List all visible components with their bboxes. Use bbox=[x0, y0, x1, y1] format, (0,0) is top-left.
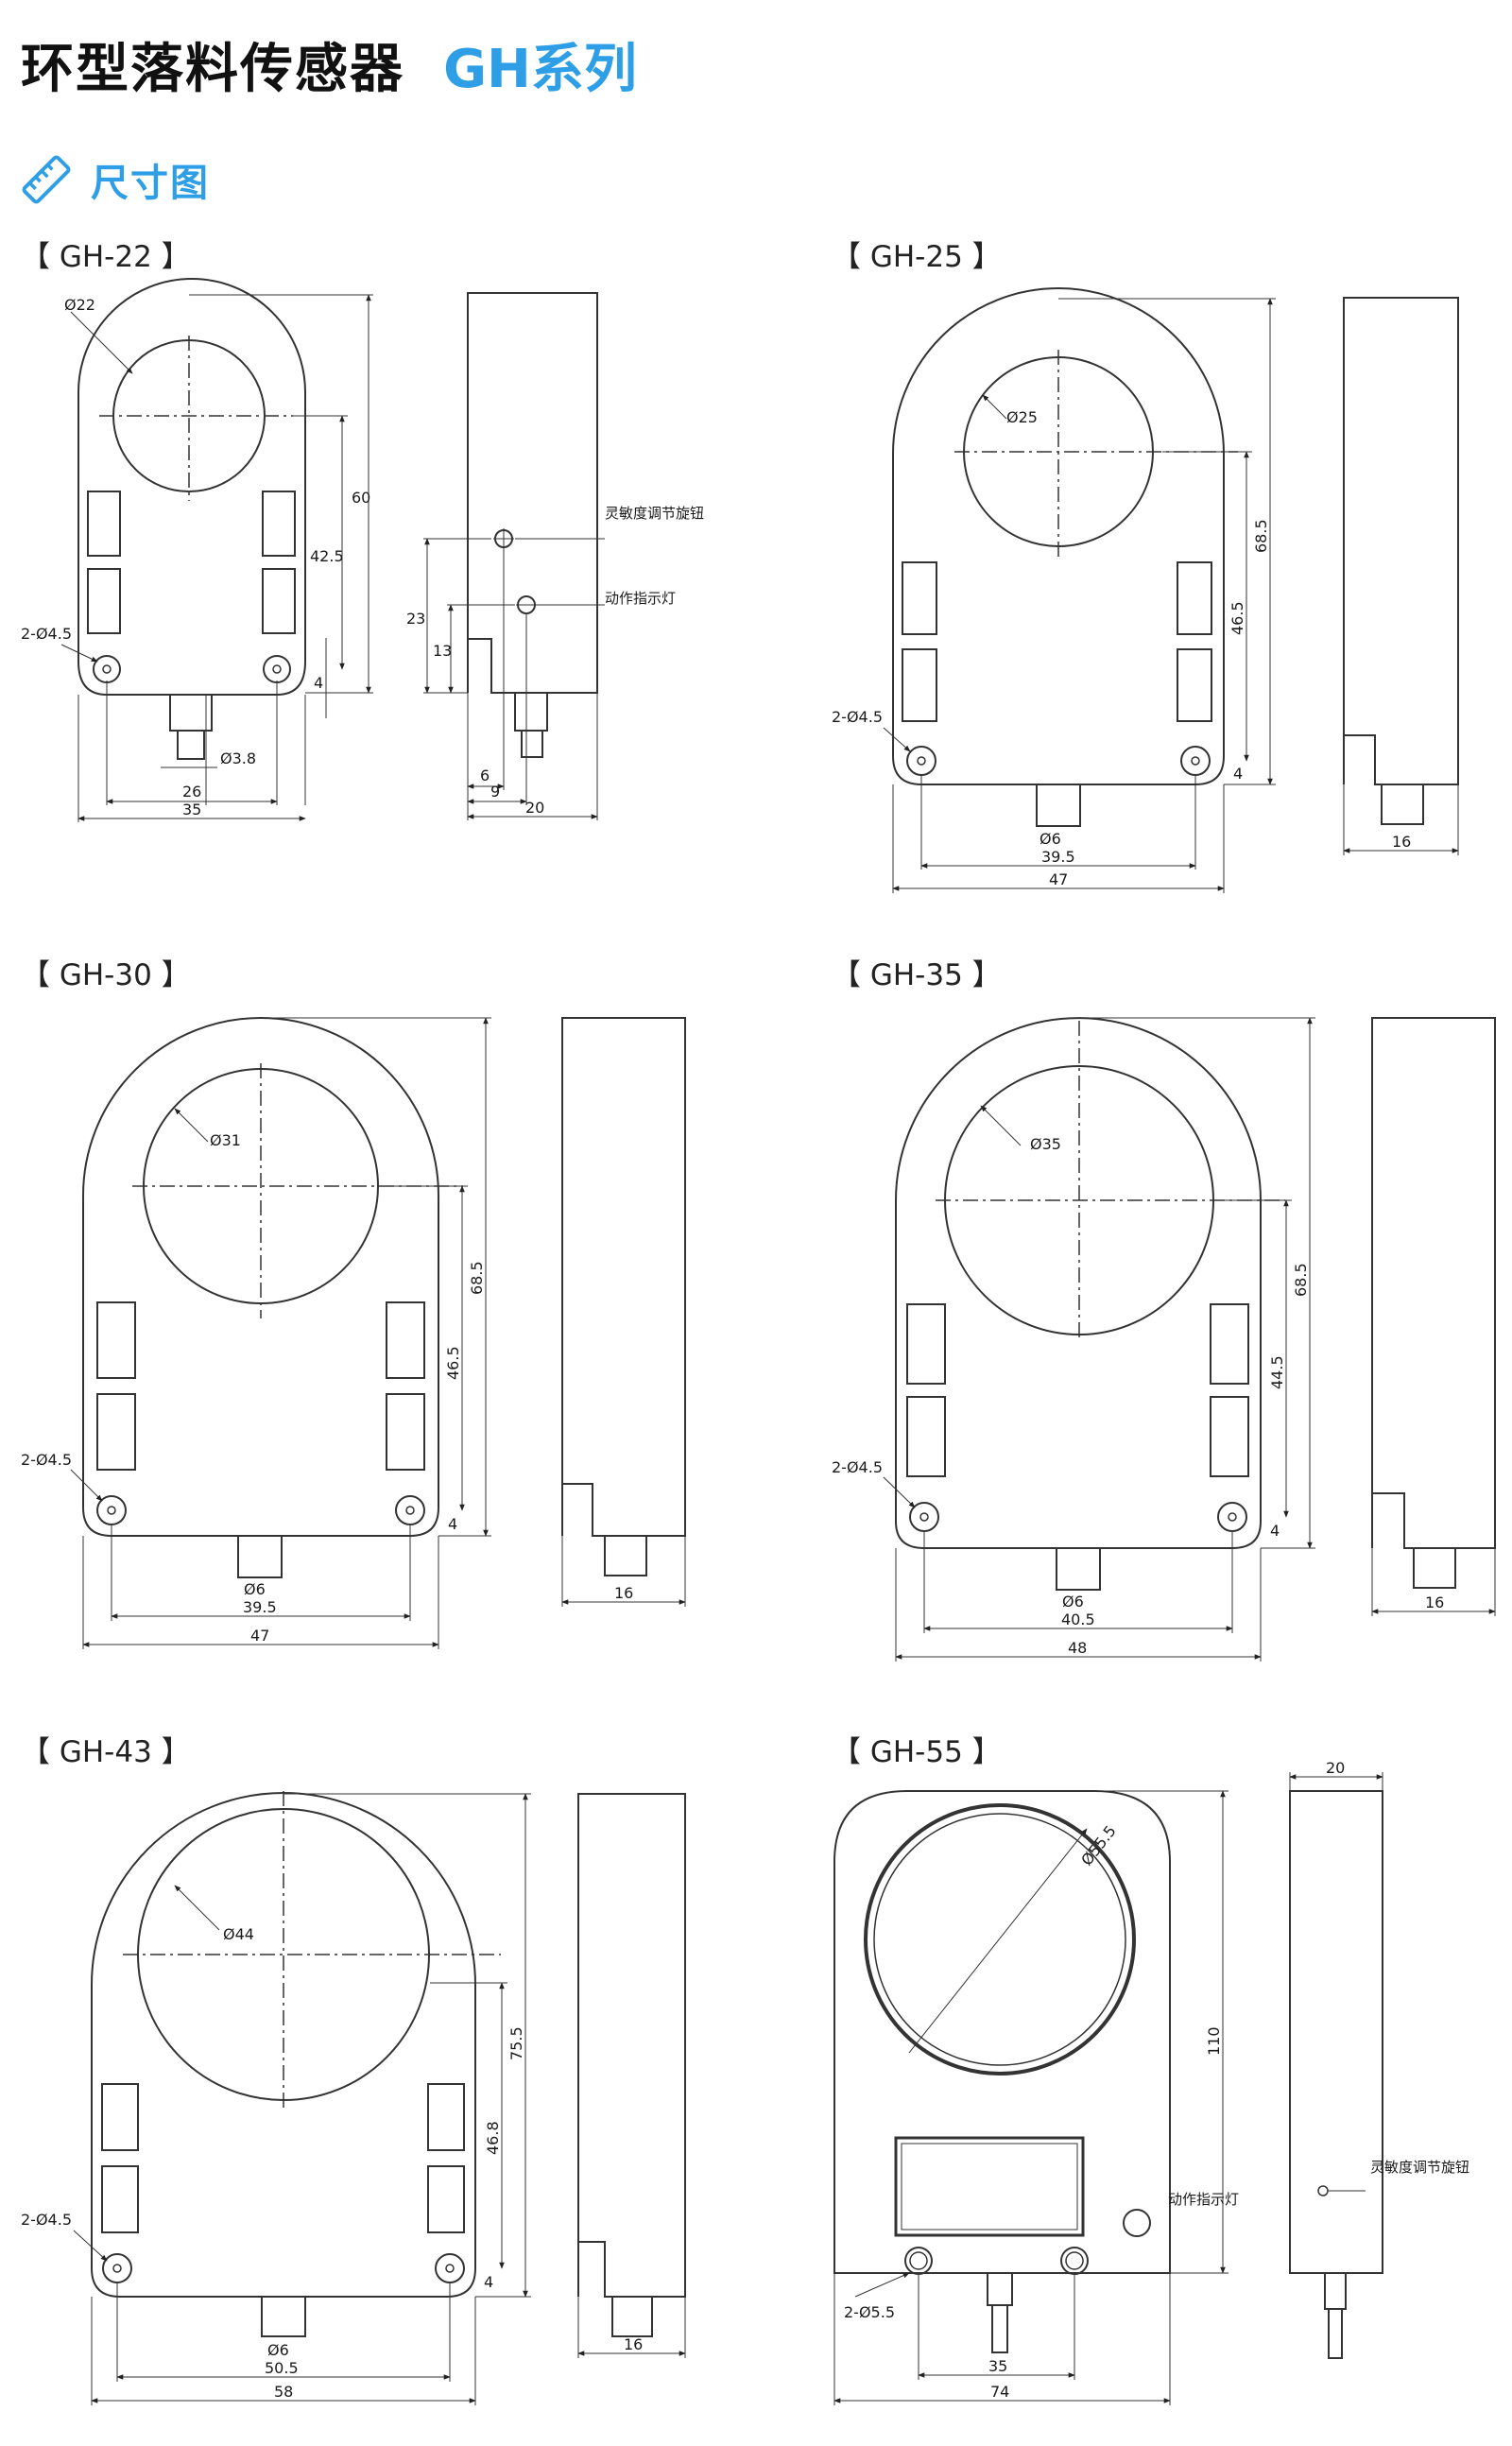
knob-gh55 bbox=[1317, 2185, 1329, 2196]
dim-h-foot-gh30: 4 bbox=[448, 1515, 457, 1533]
page-title: 环型落料传感器 bbox=[21, 39, 404, 100]
model-label-gh43: 【 GH-43 】 bbox=[21, 1735, 191, 1769]
dim-h-total-gh35: 68.5 bbox=[1292, 1263, 1310, 1297]
dim-side-w2-gh22: 9 bbox=[490, 783, 500, 801]
dims-gh30: Ø31 2-Ø4.5 68.5 46.5 4 Ø6 39.5 47 16 bbox=[21, 1131, 633, 1645]
dim-w-total-gh25: 47 bbox=[1049, 870, 1068, 888]
dim-mount-gh30: 2-Ø4.5 bbox=[21, 1451, 72, 1469]
led-gh55 bbox=[1123, 2209, 1151, 2237]
dim-mount-gh22: 2-Ø4.5 bbox=[21, 625, 72, 643]
display-window-gh55 bbox=[894, 2136, 1085, 2237]
model-label-gh22: 【 GH-22 】 bbox=[21, 240, 191, 274]
dim-h-foot-gh43: 4 bbox=[484, 2273, 493, 2291]
label-knob-gh22: 灵敏度调节旋钮 bbox=[605, 505, 704, 522]
dim-cable-gh35: Ø6 bbox=[1062, 1593, 1084, 1611]
dim-hole-gh35: Ø35 bbox=[1030, 1135, 1061, 1153]
dims-gh25: Ø25 2-Ø4.5 68.5 46.5 4 Ø6 39.5 47 16 bbox=[832, 408, 1411, 888]
drawing-gh25 bbox=[883, 287, 1459, 893]
dim-w-holes-gh30: 39.5 bbox=[243, 1598, 277, 1616]
dim-side-h1-gh22: 23 bbox=[406, 610, 425, 628]
dim-w-holes-gh25: 39.5 bbox=[1041, 848, 1075, 866]
dim-hole-gh30: Ø31 bbox=[210, 1131, 241, 1149]
dims-gh22: Ø22 2-Ø4.5 60 42.5 4 26 35 Ø3.8 bbox=[21, 296, 370, 818]
dim-hole-gh25: Ø25 bbox=[1006, 408, 1038, 426]
mount-hole-right-gh22 bbox=[263, 655, 291, 683]
drawing-gh55 bbox=[833, 1772, 1383, 2405]
dim-side-w-gh55: 20 bbox=[1326, 1759, 1345, 1777]
dim-side-w-gh30: 16 bbox=[614, 1584, 633, 1602]
dim-w-total-gh43: 58 bbox=[274, 2383, 293, 2401]
dim-h-total-gh43: 75.5 bbox=[507, 2026, 525, 2060]
dim-w-total-gh35: 48 bbox=[1068, 1639, 1087, 1657]
dim-cable-gh43: Ø6 bbox=[267, 2341, 289, 2359]
dim-h-center-gh43: 46.8 bbox=[484, 2121, 502, 2155]
model-label-gh55: 【 GH-55 】 bbox=[832, 1735, 1002, 1769]
dim-w-holes-gh43: 50.5 bbox=[265, 2359, 299, 2377]
model-label-gh30: 【 GH-30 】 bbox=[21, 958, 191, 992]
dim-mount-gh25: 2-Ø4.5 bbox=[832, 708, 883, 726]
model-label-gh25: 【 GH-25 】 bbox=[832, 240, 1002, 274]
drawing-gh43 bbox=[73, 1791, 686, 2405]
dim-cable-gh30: Ø6 bbox=[244, 1580, 266, 1598]
drawing-gh30 bbox=[70, 1017, 686, 1649]
dim-mount-gh35: 2-Ø4.5 bbox=[832, 1458, 883, 1476]
dim-h-total-gh25: 68.5 bbox=[1252, 519, 1270, 553]
dim-w-total-gh55: 74 bbox=[990, 2383, 1009, 2401]
cable-gland-gh22 bbox=[169, 694, 213, 732]
dim-side-w1-gh22: 6 bbox=[480, 767, 490, 784]
side-dims-gh22: 23 13 6 9 20 灵敏度调节旋钮 动作指示灯 bbox=[406, 505, 704, 817]
dims-gh43: Ø44 2-Ø4.5 75.5 46.8 4 Ø6 50.5 58 16 bbox=[21, 1925, 643, 2401]
drawing-gh35 bbox=[883, 1017, 1496, 1662]
dim-w-holes-gh22: 26 bbox=[182, 783, 201, 801]
section-heading: 尺寸图 bbox=[19, 151, 210, 208]
dim-cable-gh22: Ø3.8 bbox=[220, 749, 256, 767]
dim-hole-gh22: Ø22 bbox=[64, 296, 95, 314]
section-title: 尺寸图 bbox=[91, 162, 210, 205]
dim-h-center-gh35: 44.5 bbox=[1268, 1355, 1286, 1389]
series-title: GH系列 bbox=[443, 39, 637, 100]
dim-h-foot-gh22: 4 bbox=[314, 674, 323, 692]
dim-h-total-gh55: 110 bbox=[1205, 2026, 1223, 2056]
dim-h-center-gh22: 42.5 bbox=[310, 547, 344, 565]
label-led-gh55: 动作指示灯 bbox=[1168, 2191, 1239, 2208]
mount-hole-left-gh22 bbox=[93, 655, 121, 683]
dim-h-total-gh30: 68.5 bbox=[468, 1261, 486, 1295]
dim-w-holes-gh35: 40.5 bbox=[1061, 1611, 1095, 1628]
sensing-ring-gh55 bbox=[864, 1803, 1136, 2076]
dims-gh55: Ø55.5 2-Ø5.5 110 35 74 20 动作指示灯 灵敏度调节旋钮 bbox=[844, 1759, 1469, 2401]
dim-cable-gh25: Ø6 bbox=[1040, 830, 1061, 848]
dim-h-center-gh25: 46.5 bbox=[1228, 601, 1246, 635]
model-label-gh35: 【 GH-35 】 bbox=[832, 958, 1002, 992]
label-led-gh22: 动作指示灯 bbox=[605, 590, 676, 607]
dim-h-total-gh22: 60 bbox=[352, 489, 370, 507]
dim-mount-gh43: 2-Ø4.5 bbox=[21, 2211, 72, 2229]
page-header: 环型落料传感器 GH系列 bbox=[21, 26, 637, 100]
dim-side-w-gh35: 16 bbox=[1425, 1593, 1444, 1611]
label-knob-gh55: 灵敏度调节旋钮 bbox=[1370, 2159, 1469, 2176]
dims-gh35: Ø35 2-Ø4.5 68.5 44.5 4 Ø6 40.5 48 16 bbox=[832, 1135, 1444, 1657]
dim-side-w-gh25: 16 bbox=[1392, 833, 1411, 851]
dim-hole-gh43: Ø44 bbox=[223, 1925, 254, 1943]
side-view-gh22 bbox=[423, 292, 605, 820]
dim-h-foot-gh35: 4 bbox=[1270, 1522, 1280, 1540]
drawing-gh22 bbox=[60, 278, 373, 822]
dim-side-w-gh43: 16 bbox=[624, 2335, 643, 2353]
dim-w-holes-gh55: 35 bbox=[988, 2357, 1007, 2375]
dim-h-center-gh30: 46.5 bbox=[444, 1346, 462, 1380]
ruler-icon bbox=[22, 155, 71, 204]
dim-side-w3-gh22: 20 bbox=[525, 799, 544, 817]
dim-h-foot-gh25: 4 bbox=[1233, 765, 1243, 783]
dim-w-total-gh30: 47 bbox=[250, 1627, 269, 1645]
dim-side-h2-gh22: 13 bbox=[433, 642, 452, 660]
dim-mount-gh55: 2-Ø5.5 bbox=[844, 2303, 895, 2321]
dim-w-total-gh22: 35 bbox=[182, 801, 201, 818]
